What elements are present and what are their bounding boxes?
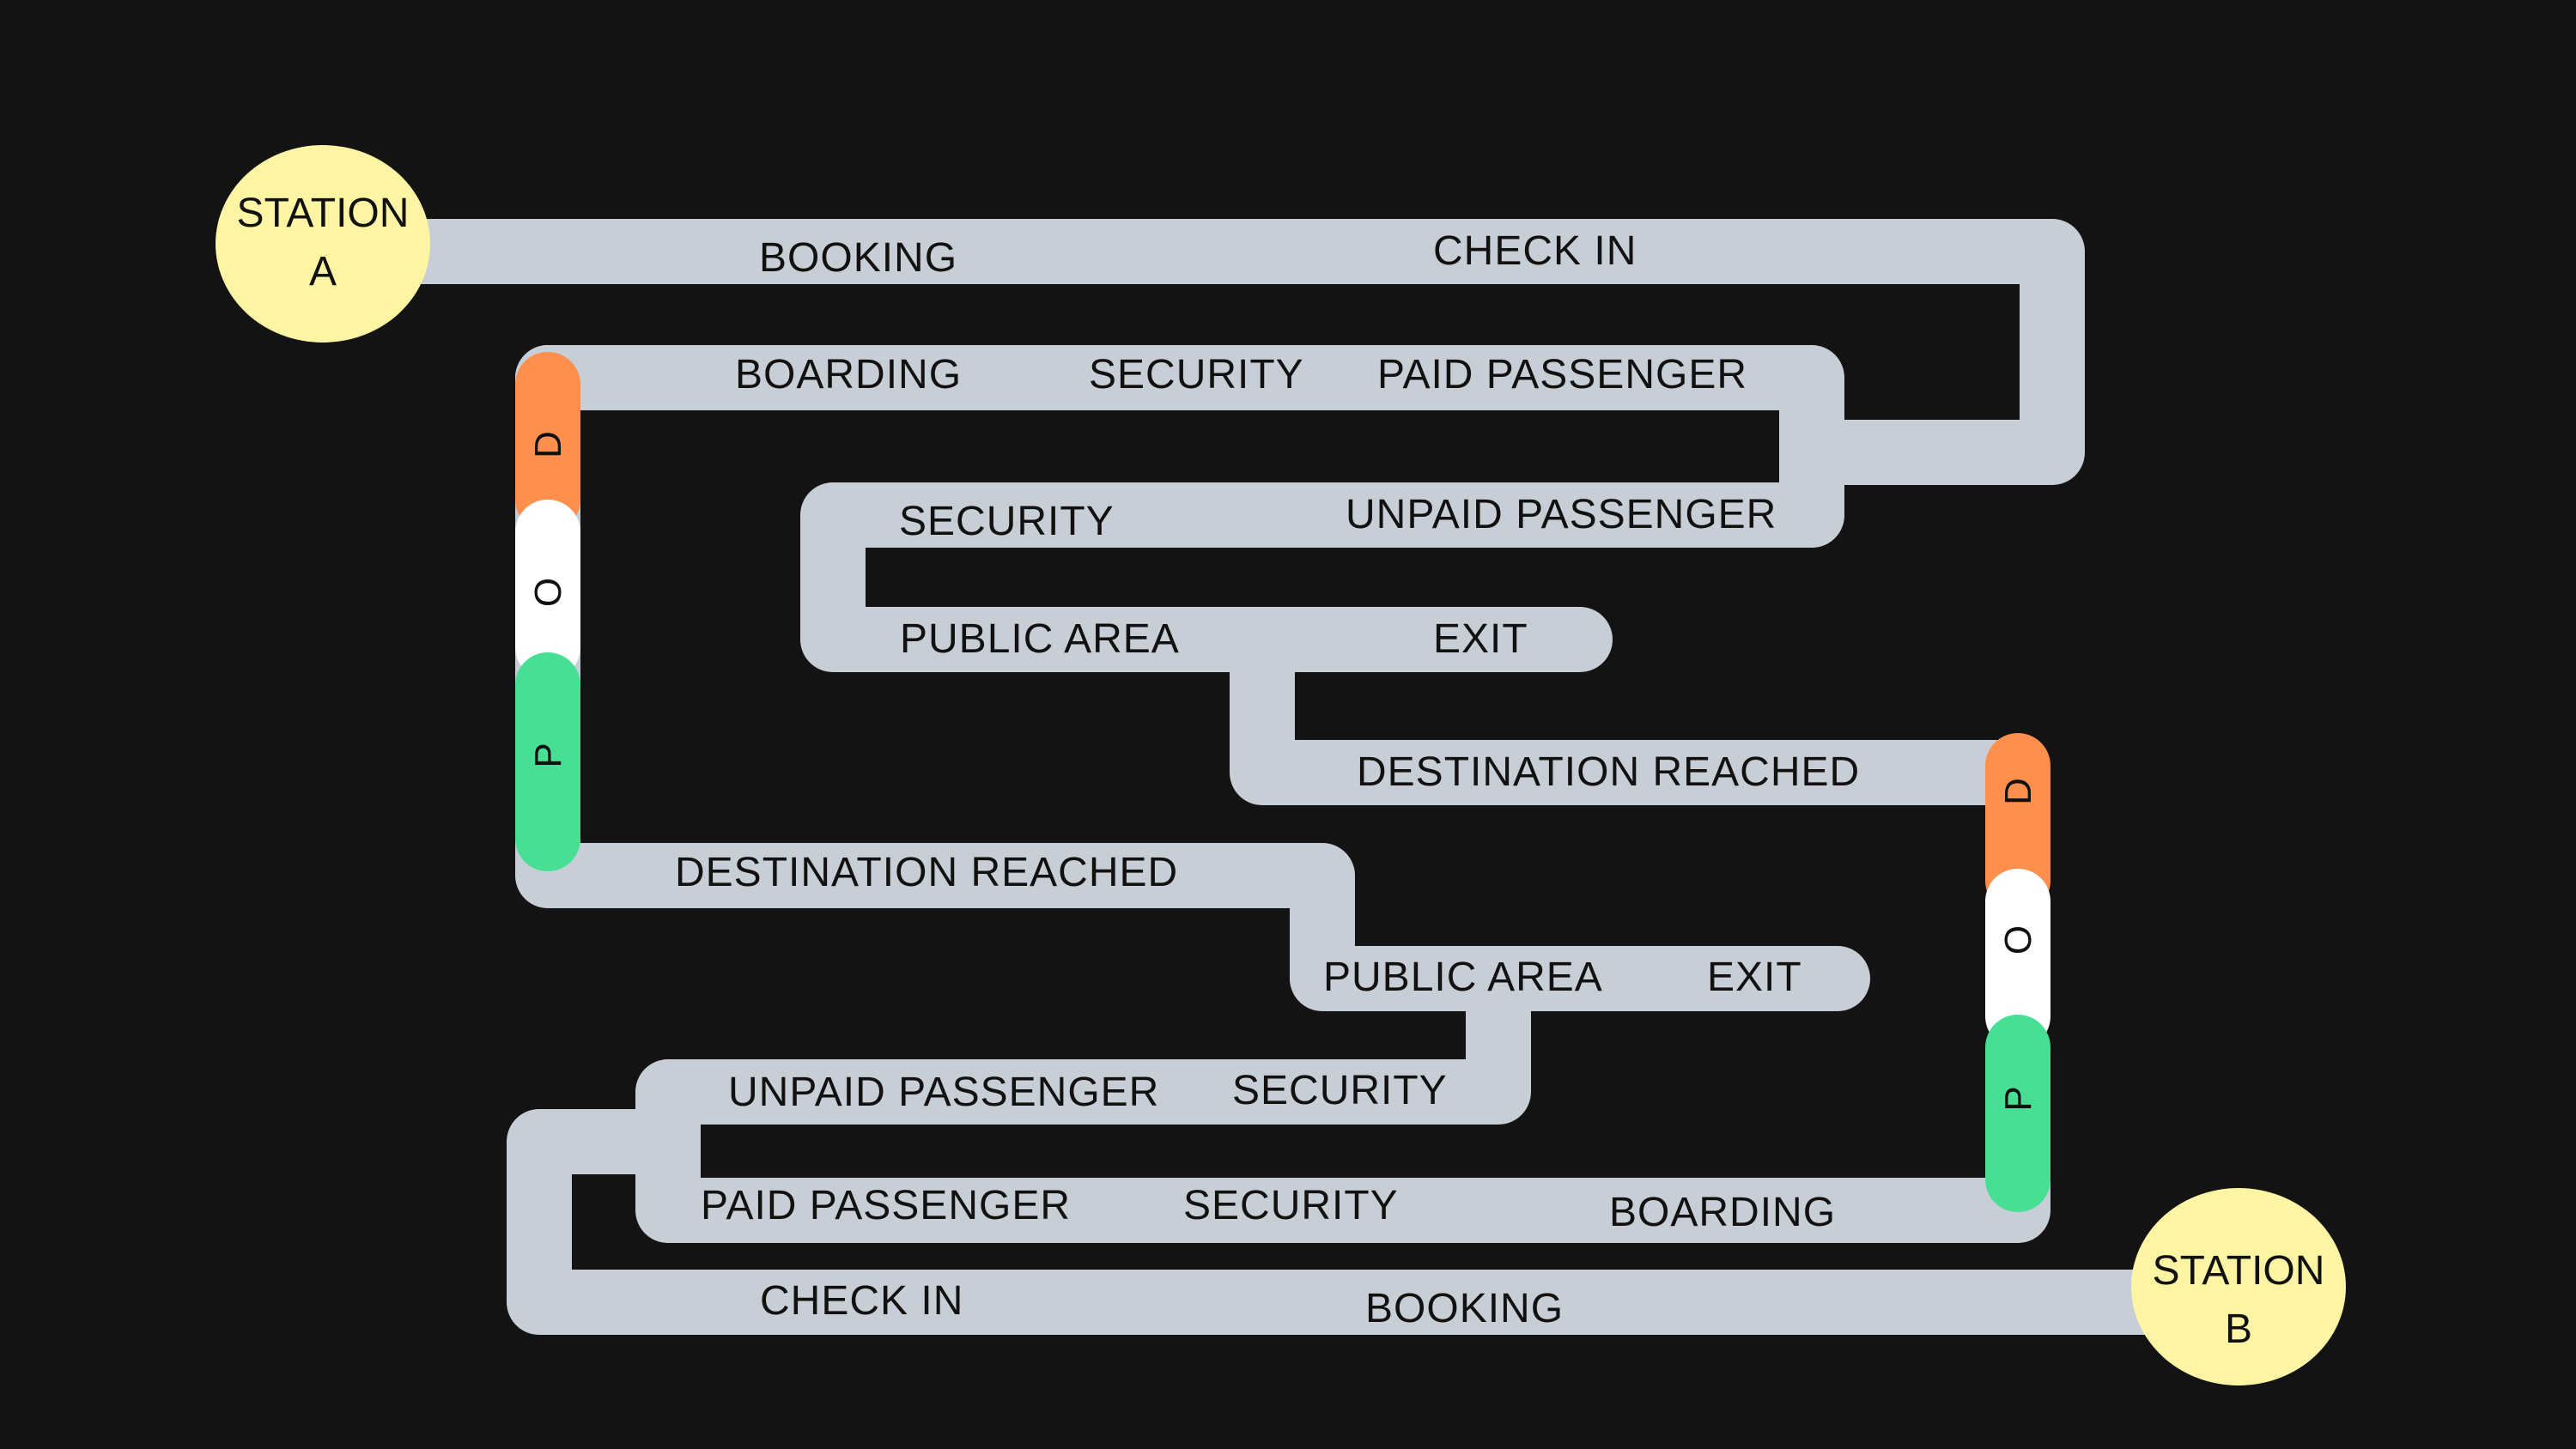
- station-b-circle: [2131, 1188, 2346, 1385]
- station-a-label-line2: A: [309, 249, 337, 294]
- pod-right-p-label: P: [1997, 1086, 2039, 1111]
- pod-left-o-label: O: [527, 578, 569, 607]
- label-paid-passenger-bottom: PAID PASSENGER: [701, 1183, 1071, 1228]
- label-public-area-top: PUBLIC AREA: [900, 616, 1180, 662]
- label-booking-bottom: BOOKING: [1365, 1286, 1564, 1331]
- label-destination-reached-left: DESTINATION REACHED: [675, 850, 1178, 895]
- pod-left-p-segment: [515, 652, 580, 871]
- label-security-bottom-2: SECURITY: [1183, 1183, 1399, 1228]
- track-unpaid-row-top: [800, 420, 1844, 672]
- pod-left: D O P: [515, 352, 580, 871]
- station-b-label-line1: STATION: [2153, 1248, 2325, 1294]
- track-station-a-to-checkin: [292, 219, 2085, 485]
- pod-right-d-label: D: [1997, 778, 2039, 805]
- pod-left-d-label: D: [527, 431, 569, 458]
- pod-right: D O P: [1985, 733, 2050, 1212]
- track-checkin-to-station-b: [507, 1109, 2265, 1335]
- track-network: [292, 219, 2265, 1335]
- label-security-bottom-1: SECURITY: [1232, 1068, 1448, 1113]
- label-security-top-1: SECURITY: [1089, 352, 1304, 397]
- pod-right-p-segment: [1985, 1015, 2050, 1212]
- label-checkin-top: CHECK IN: [1433, 228, 1637, 274]
- station-a-circle: [216, 145, 430, 343]
- station-a-label-line1: STATION: [237, 191, 410, 236]
- track-labels: BOOKING CHECK IN BOARDING SECURITY PAID …: [675, 228, 1860, 1331]
- label-exit-bottom: EXIT: [1707, 955, 1802, 1000]
- pod-right-d-segment: [1985, 733, 2050, 913]
- station-b-label-line2: B: [2225, 1307, 2252, 1352]
- station-a: STATION A: [216, 145, 430, 343]
- pod-right-o-segment: [1985, 869, 2050, 1049]
- label-destination-reached-right: DESTINATION REACHED: [1357, 749, 1860, 795]
- label-checkin-bottom: CHECK IN: [760, 1278, 963, 1324]
- pod-left-p-label: P: [527, 743, 569, 767]
- label-boarding-top: BOARDING: [735, 352, 962, 397]
- label-paid-passenger-top: PAID PASSENGER: [1377, 352, 1747, 397]
- label-boarding-bottom: BOARDING: [1609, 1190, 1836, 1235]
- label-security-top-2: SECURITY: [899, 499, 1115, 544]
- label-unpaid-passenger-bottom: UNPAID PASSENGER: [728, 1070, 1159, 1115]
- label-public-area-bottom: PUBLIC AREA: [1323, 955, 1603, 1000]
- pod-right-o-label: O: [1997, 925, 2039, 955]
- label-exit-top: EXIT: [1433, 616, 1528, 662]
- pod-left-o-segment: [515, 500, 580, 680]
- label-booking-top: BOOKING: [759, 235, 957, 281]
- station-b: STATION B: [2131, 1188, 2346, 1385]
- label-unpaid-passenger-top: UNPAID PASSENGER: [1346, 492, 1777, 537]
- pod-left-d-segment: [515, 352, 580, 532]
- track-destination-right: [1230, 607, 2050, 805]
